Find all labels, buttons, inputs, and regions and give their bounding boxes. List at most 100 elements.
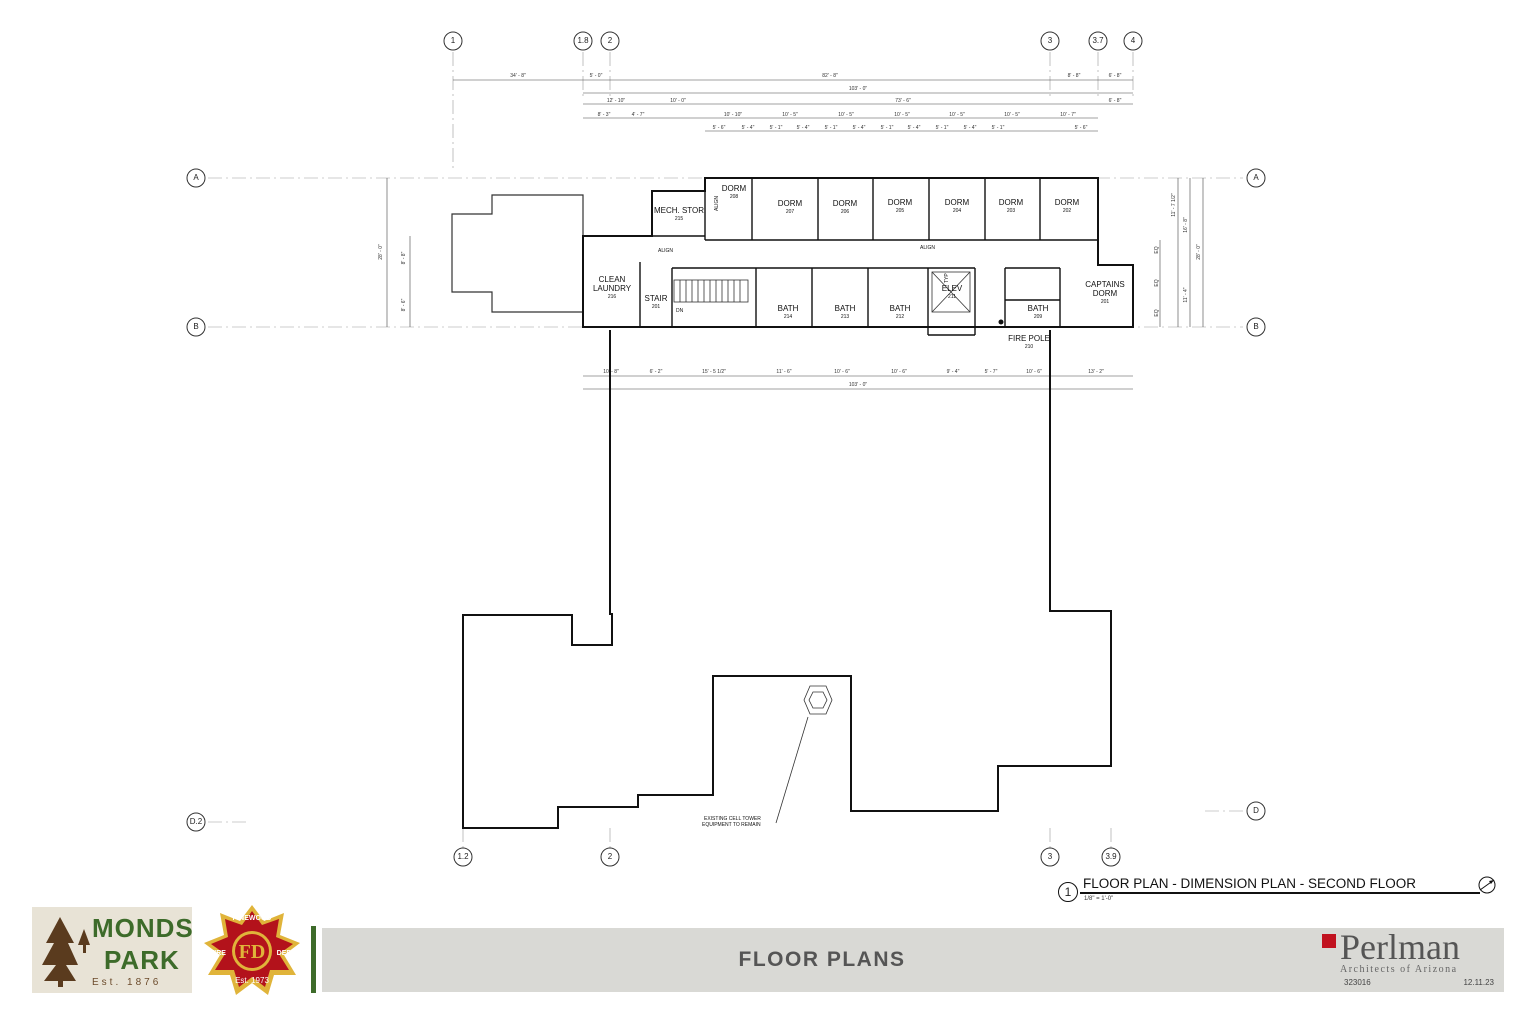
svg-text:3.7: 3.7 [1092,36,1104,45]
svg-text:207: 207 [786,209,795,215]
svg-text:10' - 6": 10' - 6" [891,369,907,375]
svg-text:5' - 1": 5' - 1" [770,125,783,131]
drawing-name: FLOOR PLAN - DIMENSION PLAN - SECOND FLO… [1083,876,1417,891]
svg-text:5' - 1": 5' - 1" [825,125,838,131]
svg-text:205: 205 [896,208,905,214]
grid-lines [208,52,1245,848]
second-floor-outline [582,177,1134,328]
svg-text:DORM: DORM [833,199,858,208]
svg-text:BATH: BATH [835,304,856,313]
grid-bubble-b-left: B [186,317,206,337]
stair-treads [673,279,749,303]
svg-text:103' - 0": 103' - 0" [849,382,868,388]
leader-line [775,716,809,824]
svg-text:10' - 5": 10' - 5" [949,112,965,118]
svg-text:5' - 1": 5' - 1" [992,125,1005,131]
svg-text:BATH: BATH [778,304,799,313]
svg-text:CAPTAINS: CAPTAINS [1085,280,1124,289]
drawing-number: 1 [1058,882,1078,902]
fire-pole-marker [998,319,1004,325]
svg-text:215: 215 [675,216,684,222]
svg-text:Est. 1973: Est. 1973 [235,976,269,985]
svg-text:203: 203 [1007,208,1016,214]
svg-text:5' - 4": 5' - 4" [853,125,866,131]
grid-bubble-d: D [1246,801,1266,821]
monds-est: Est. 1876 [92,977,162,988]
top-dimension-strings: 34' - 8" 5' - 0" 82' - 8" 8' - 8" 6' - 8… [453,73,1133,132]
svg-text:D: D [1253,806,1259,815]
svg-text:13' - 2": 13' - 2" [1088,369,1104,375]
svg-text:10' - 0": 10' - 0" [670,98,686,104]
svg-text:MECH. STOR: MECH. STOR [654,206,704,215]
svg-text:ELEV: ELEV [942,284,963,293]
svg-text:8' - 3": 8' - 3" [598,112,611,118]
svg-text:DEPT: DEPT [277,950,296,957]
svg-text:11' - 7 1/2": 11' - 7 1/2" [1171,193,1177,217]
sheet-title: FLOOR PLANS [738,948,906,971]
svg-text:5' - 4": 5' - 4" [908,125,921,131]
svg-text:10' - 10": 10' - 10" [724,112,743,118]
svg-text:201: 201 [652,304,661,310]
pine-tree-icon [42,917,90,987]
svg-text:11' - 6": 11' - 6" [776,369,791,375]
cell-tower-symbol [803,685,833,715]
grid-bubble-a-right: A [1246,168,1266,188]
sheet-date: 12.11.23 [1463,978,1494,987]
park-word: PARK [104,945,180,975]
svg-text:DORM: DORM [1055,198,1080,207]
svg-text:10' - 5": 10' - 5" [1004,112,1020,118]
perlman-red-square [1322,934,1336,948]
svg-text:10' - 5": 10' - 5" [782,112,798,118]
svg-text:ALIGN: ALIGN [658,248,673,254]
svg-text:202: 202 [1063,208,1072,214]
grid-bubble-2-bottom: 2 [600,847,620,867]
svg-text:209: 209 [1034,314,1043,320]
svg-text:201: 201 [1101,299,1110,305]
svg-text:11' - 4": 11' - 4" [1183,287,1189,302]
svg-text:16' - 8": 16' - 8" [1183,217,1189,233]
grid-bubble-1-2: 1.2 [453,847,473,867]
svg-text:6' - 8": 6' - 8" [1109,98,1122,104]
svg-text:EQUIPMENT TO REMAIN: EQUIPMENT TO REMAIN [702,822,761,828]
accent-divider [311,926,316,993]
svg-text:DN: DN [676,308,684,314]
grid-bubble-1-8: 1.8 [573,31,593,51]
dorm-partitions [582,178,1098,336]
grid-bubble-b-right: B [1246,317,1266,337]
svg-text:211: 211 [948,294,956,300]
drawing-title-rule [1080,892,1480,894]
svg-text:BATH: BATH [1028,304,1049,313]
svg-text:103' - 0": 103' - 0" [849,86,868,92]
svg-text:DORM: DORM [722,184,747,193]
svg-text:EQ: EQ [1154,279,1160,286]
svg-text:PINEWOOD: PINEWOOD [233,915,272,922]
svg-text:206: 206 [841,209,850,215]
grid-bubble-d2: D.2 [186,812,206,832]
svg-text:1: 1 [451,36,456,45]
svg-text:73' - 6": 73' - 6" [895,98,911,104]
svg-text:204: 204 [953,208,962,214]
svg-text:EQ: EQ [1154,246,1160,253]
svg-text:82' - 8": 82' - 8" [822,73,838,79]
svg-text:DORM: DORM [778,199,803,208]
grid-bubble-3: 3 [1040,31,1060,51]
svg-text:28' - 0": 28' - 0" [1196,244,1202,260]
svg-text:ALIGN: ALIGN [714,196,720,211]
svg-text:28' - 0": 28' - 0" [378,244,384,260]
svg-text:4: 4 [1131,36,1136,45]
svg-text:34' - 8": 34' - 8" [510,73,526,79]
svg-text:CLEAN: CLEAN [599,275,626,284]
svg-text:DORM: DORM [999,198,1024,207]
svg-text:A: A [193,173,199,182]
svg-text:5' - 1": 5' - 1" [936,125,949,131]
svg-text:D.2: D.2 [190,817,203,826]
svg-text:213: 213 [841,314,850,320]
svg-text:FIRE POLE: FIRE POLE [1008,334,1050,343]
svg-text:5' - 1": 5' - 1" [881,125,894,131]
roof-outline-left [451,194,584,313]
svg-text:10' - 8": 10' - 8" [603,369,619,375]
svg-text:2: 2 [608,36,613,45]
grid-bubble-a-left: A [186,168,206,188]
grid-bubble-3-bottom: 3 [1040,847,1060,867]
grid-bubble-1: 1 [443,31,463,51]
